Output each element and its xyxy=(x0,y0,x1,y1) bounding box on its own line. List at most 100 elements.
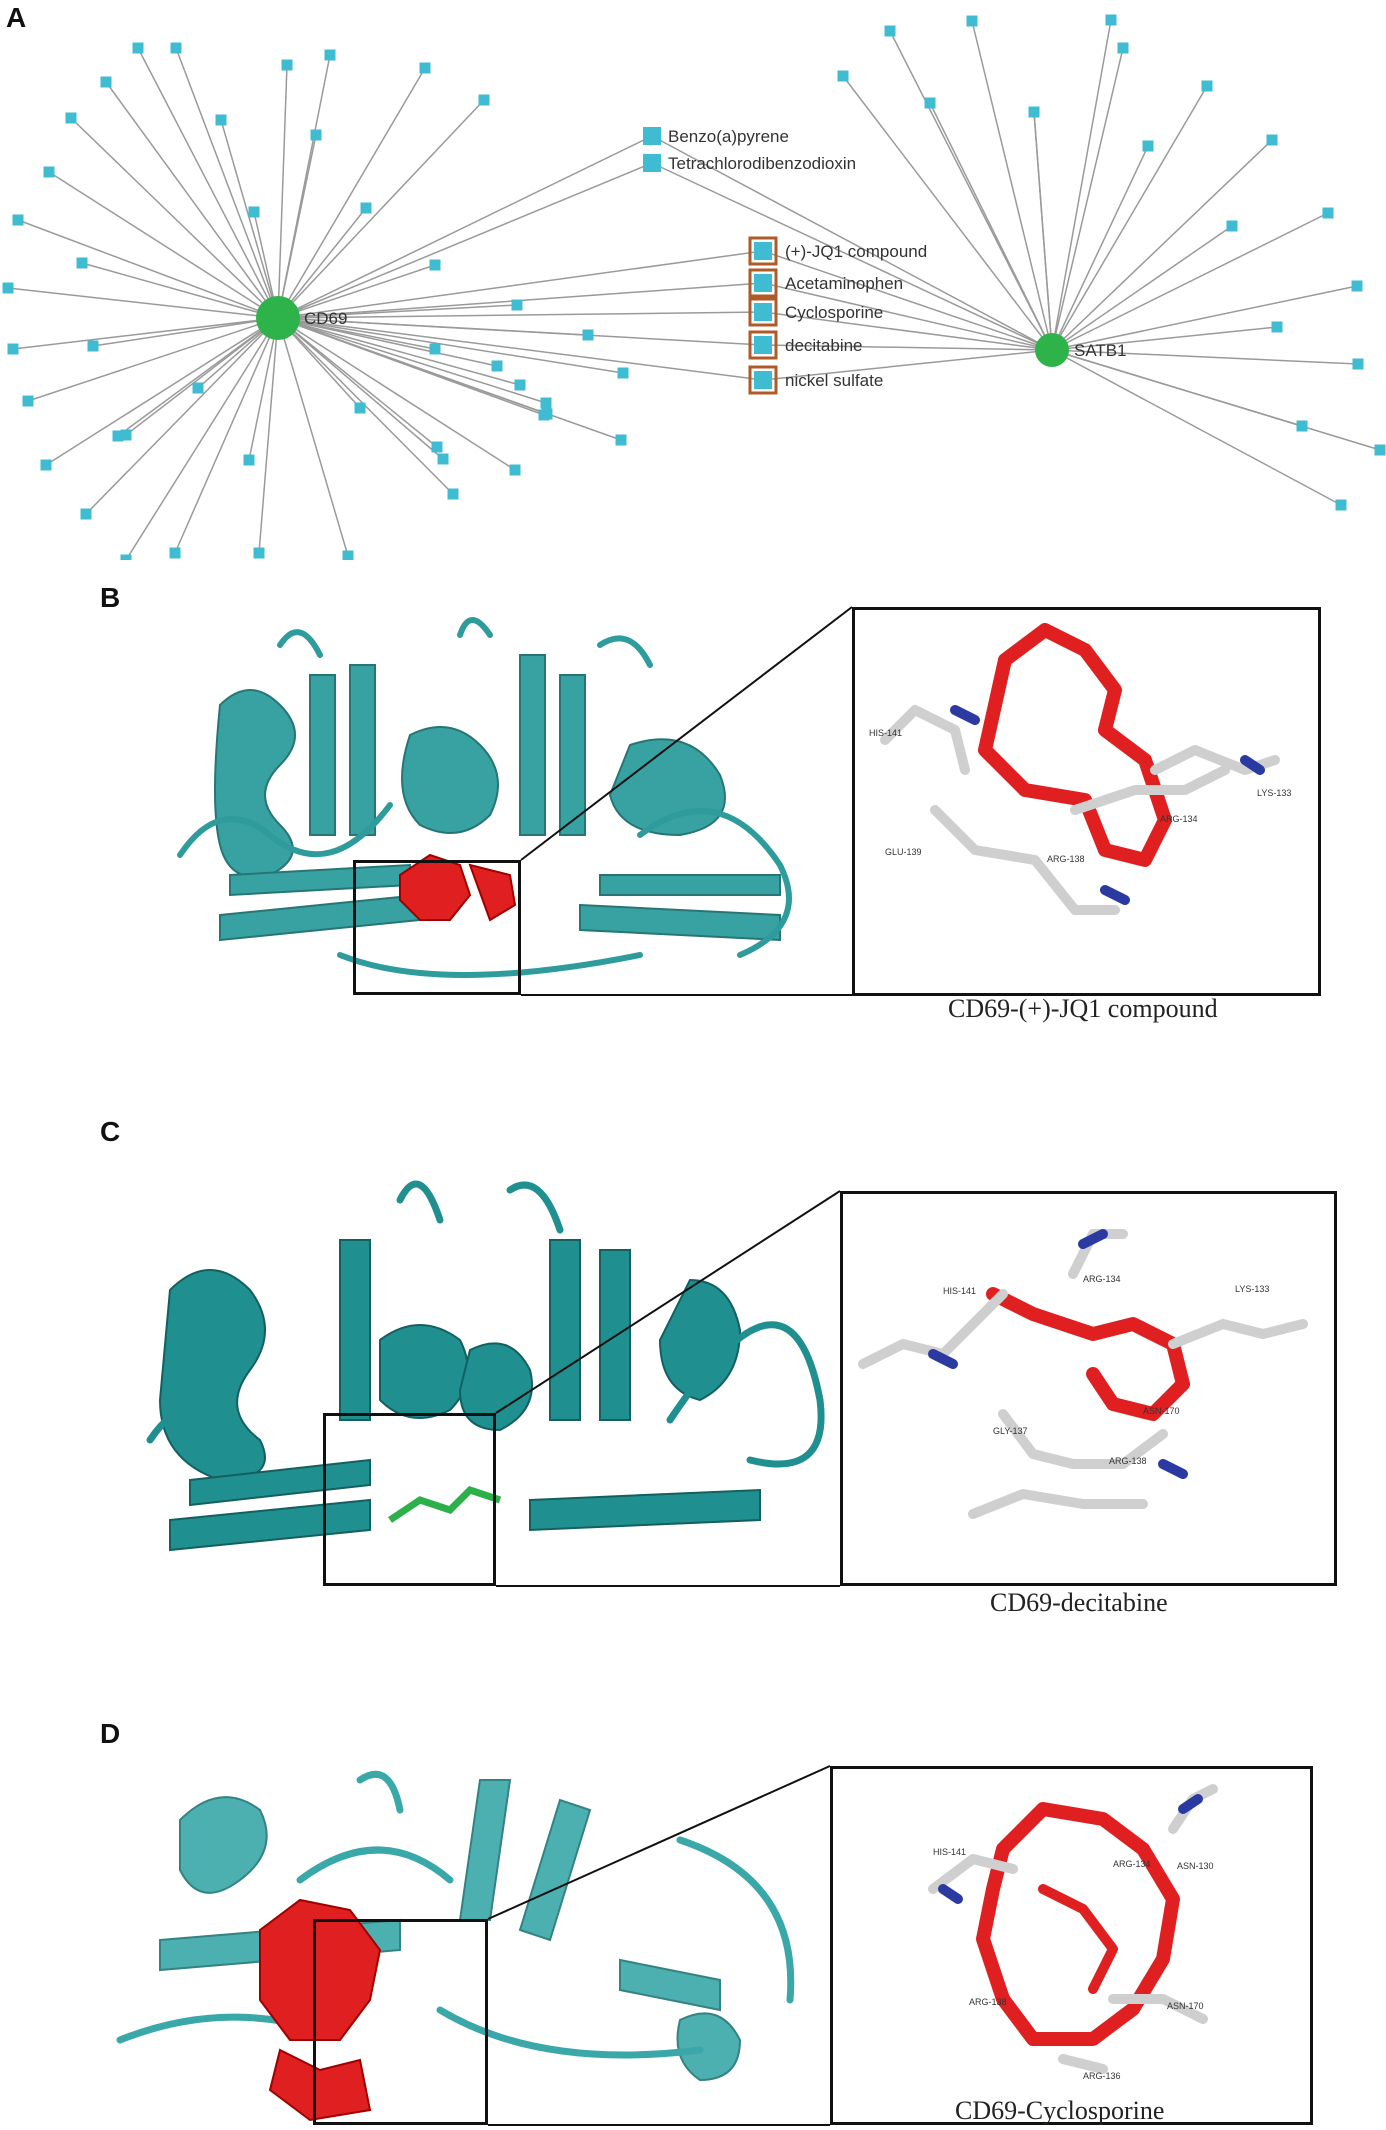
compound-node xyxy=(509,464,521,476)
compound-node xyxy=(281,59,293,71)
network-edge xyxy=(1051,145,1149,351)
network-edge xyxy=(277,99,485,319)
network-edge xyxy=(277,134,317,319)
network-edge xyxy=(842,75,1053,351)
compound-node xyxy=(80,508,92,520)
caption-b: CD69-(+)-JQ1 compound xyxy=(948,994,1218,1023)
network-edge xyxy=(17,219,279,319)
gene-label: CD69 xyxy=(304,309,347,328)
network-edge xyxy=(762,250,1053,351)
compound-node xyxy=(1028,106,1040,118)
caption-c: CD69-decitabine xyxy=(990,1588,1168,1617)
compound-node xyxy=(447,488,459,500)
network-edge xyxy=(1051,349,1359,365)
network-edge xyxy=(92,317,279,347)
compound-label: Acetaminophen xyxy=(785,274,903,293)
compound-node xyxy=(966,15,978,27)
network-edge xyxy=(929,102,1053,351)
compound-node xyxy=(419,62,431,74)
compound-node xyxy=(76,257,88,269)
compound-label: Benzo(a)pyrene xyxy=(668,127,789,146)
network-edge xyxy=(81,262,279,319)
network-edge xyxy=(1051,349,1381,451)
network-edge xyxy=(105,81,279,319)
protein-structure-b xyxy=(177,617,792,978)
network-edge xyxy=(45,317,279,466)
network-edge xyxy=(277,162,653,319)
compound-node xyxy=(615,434,627,446)
compound-node xyxy=(1271,321,1283,333)
network-edge xyxy=(1051,349,1342,506)
network-edge xyxy=(277,311,764,319)
residue-label: ARG-138 xyxy=(969,1997,1007,2007)
ligand-b xyxy=(399,853,517,922)
network-edge xyxy=(277,64,288,319)
gene-hub-node xyxy=(1035,333,1069,367)
compound-node xyxy=(360,202,372,214)
residue-label: GLY-137 xyxy=(993,1426,1028,1436)
network-edge xyxy=(137,47,279,319)
residue-label: ARG-134 xyxy=(1160,814,1198,824)
shared-compound-node: (+)-JQ1 compound xyxy=(748,236,927,266)
compound-node xyxy=(22,395,34,407)
compound-node xyxy=(1352,358,1364,370)
network-edge xyxy=(277,67,426,319)
protein-structure-d xyxy=(116,1770,795,2122)
compound-node xyxy=(40,459,52,471)
compound-node xyxy=(65,112,77,124)
residue-label: HIS-141 xyxy=(933,1847,966,1857)
panel-label-b: B xyxy=(100,582,121,613)
compound-node xyxy=(120,554,132,560)
compound-node xyxy=(511,299,523,311)
compound-node xyxy=(112,430,124,442)
protein-structure-c xyxy=(146,1180,825,1552)
residue-label: GLU-139 xyxy=(885,847,922,857)
panel-label-c: C xyxy=(100,1116,121,1147)
network-edge xyxy=(277,317,516,471)
residue-label: HIS-141 xyxy=(943,1286,976,1296)
compound-node xyxy=(215,114,227,126)
detail-box-d: HIS-141 ARG-134 ASN-130 ARG-138 ASN-170 … xyxy=(830,1766,1313,2125)
residue-label: LYS-133 xyxy=(1257,788,1291,798)
compound-node xyxy=(514,379,526,391)
compound-node xyxy=(1105,14,1117,26)
gene-label: SATB1 xyxy=(1074,341,1127,360)
network-edge xyxy=(277,317,436,350)
network-edge xyxy=(277,317,764,381)
ligand-d xyxy=(259,1898,382,2122)
compound-node xyxy=(1117,42,1129,54)
compound-node xyxy=(837,70,849,82)
network-edge xyxy=(277,317,349,557)
shared-compound-node: nickel sulfate xyxy=(748,365,883,395)
network-edge xyxy=(1051,85,1208,351)
compound-node xyxy=(478,94,490,106)
residue-label: ARG-134 xyxy=(1083,1274,1121,1284)
network-edge xyxy=(12,317,279,350)
compound-node xyxy=(324,49,336,61)
zoom-box-b xyxy=(353,860,521,995)
shared-compound-node: Tetrachlorodibenzodioxin xyxy=(643,154,856,173)
network-edge xyxy=(174,317,279,554)
compound-node xyxy=(1296,420,1308,432)
residue-label: ARG-134 xyxy=(1113,1859,1151,1869)
shared-compound-node: Acetaminophen xyxy=(748,268,903,298)
network-edge xyxy=(1051,285,1358,351)
network-edge xyxy=(27,317,279,402)
compound-node xyxy=(310,129,322,141)
compound-node xyxy=(2,282,14,294)
compound-node xyxy=(354,402,366,414)
network-edge xyxy=(277,317,547,404)
compound-node xyxy=(243,454,255,466)
network-edge xyxy=(277,317,498,367)
compound-node xyxy=(437,453,449,465)
compound-node xyxy=(429,343,441,355)
panel-label-a: A xyxy=(6,2,27,33)
network-edge xyxy=(277,317,764,346)
zoom-box-d xyxy=(313,1919,488,2125)
network-edge xyxy=(277,317,444,460)
network-edge xyxy=(277,317,624,374)
network-edge xyxy=(1051,139,1273,351)
compound-node xyxy=(491,360,503,372)
network-edge xyxy=(1051,225,1233,351)
residue-label: ASN-130 xyxy=(1177,1861,1214,1871)
